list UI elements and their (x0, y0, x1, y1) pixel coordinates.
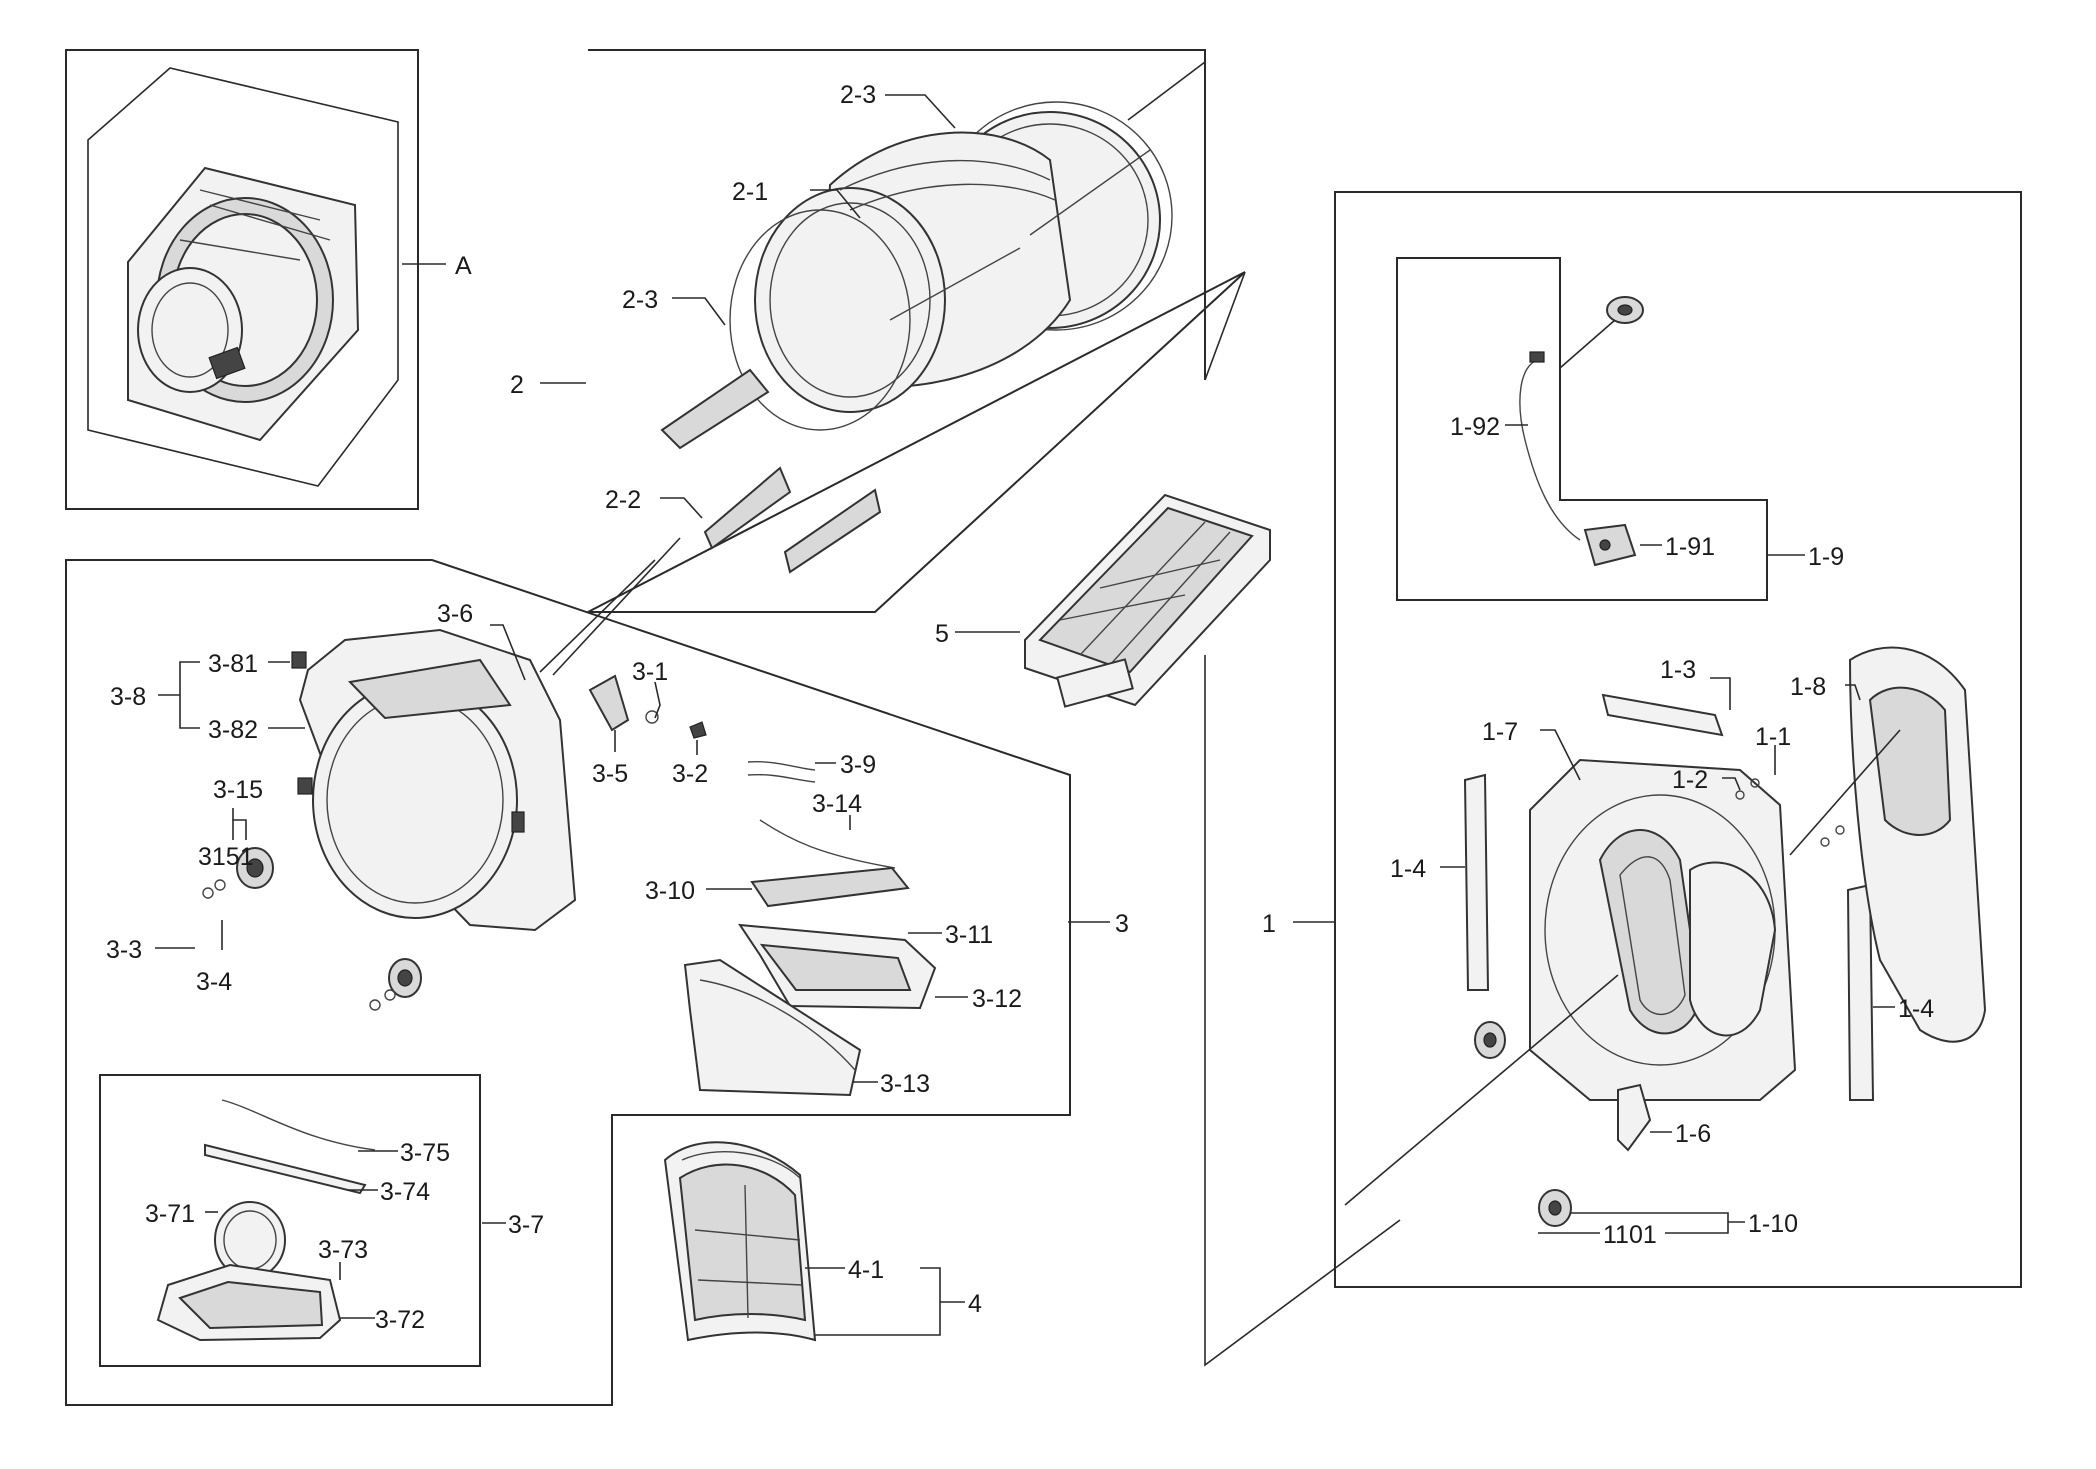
duct-kit-group: 3-75 3-74 3-71 3-73 3-72 3-7 (99, 1074, 544, 1367)
callout-1: 1 (1262, 910, 1276, 938)
callout-3-7: 3-7 (508, 1211, 544, 1239)
callout-1-4-right: 1-4 (1898, 995, 1934, 1023)
rear-panel-frame (1334, 191, 2022, 1288)
callout-3-14: 3-14 (812, 790, 862, 818)
callout-1-3: 1-3 (1660, 656, 1696, 684)
callout-3-4: 3-4 (196, 968, 232, 996)
lint-filter-part-5: 5 (935, 493, 1271, 708)
callout-3-12: 3-12 (972, 985, 1022, 1013)
callout-4: 4 (968, 1290, 982, 1318)
callout-3-3: 3-3 (106, 936, 142, 964)
callout-2-3-left: 2-3 (622, 286, 658, 314)
callout-3-71: 3-71 (145, 1200, 195, 1228)
assembly-a-frame (65, 49, 419, 510)
callout-3-5: 3-5 (592, 760, 628, 788)
duct-kit-frame (99, 1074, 481, 1367)
callout-4-1: 4-1 (848, 1256, 884, 1284)
callout-3-8: 3-8 (110, 683, 146, 711)
callout-1-92: 1-92 (1450, 413, 1500, 441)
callout-1-8: 1-8 (1790, 673, 1826, 701)
callout-2: 2 (510, 371, 524, 399)
callout-3-15: 3-15 (213, 776, 263, 804)
callout-A: A (455, 252, 472, 280)
callout-1-2: 1-2 (1672, 766, 1708, 794)
callout-1-1: 1-1 (1755, 723, 1791, 751)
callout-1-10: 1-10 (1748, 1210, 1798, 1238)
rear-panel-illustration (1463, 646, 1987, 1227)
callout-3-2: 3-2 (672, 760, 708, 788)
filter-part-4: 4-1 4 (663, 1141, 982, 1342)
callout-3-9: 3-9 (840, 751, 876, 779)
callout-1-4-left: 1-4 (1390, 855, 1426, 883)
callout-3-81: 3-81 (208, 650, 258, 678)
front-assembly-illustration (127, 166, 360, 442)
sensor-harness-frame (1396, 257, 1768, 601)
callout-1101: 1101 (1603, 1221, 1657, 1249)
drum-illustration (660, 101, 1173, 574)
drum-frame (587, 49, 1246, 613)
callout-3-75: 3-75 (400, 1139, 450, 1167)
sensor-harness-illustration (1519, 296, 1644, 567)
callout-2-3-top: 2-3 (840, 81, 876, 109)
callout-3: 3 (1115, 910, 1129, 938)
front-panel-group: 3 3-6 3-81 3-82 3-8 3-15 3151 3-3 3-4 3-… (65, 559, 1129, 1406)
callout-3-1: 3-1 (632, 658, 668, 686)
rear-panel-group: 1-92 1-91 1-9 1 (1262, 191, 2022, 1288)
front-panel-illustration (202, 628, 577, 1011)
drum-group: 2 2-3 2-1 2-3 2-2 (510, 49, 1246, 676)
callout-3-11: 3-11 (945, 921, 993, 949)
callout-3-73: 3-73 (318, 1236, 368, 1264)
callout-3-6: 3-6 (437, 600, 473, 628)
callout-3-13: 3-13 (880, 1070, 930, 1098)
callout-2-1: 2-1 (732, 178, 768, 206)
callout-1-9: 1-9 (1808, 543, 1844, 571)
callout-3-82: 3-82 (208, 716, 258, 744)
front-panel-frame (65, 559, 1071, 1406)
callout-5: 5 (935, 620, 949, 648)
callout-3-74: 3-74 (380, 1178, 430, 1206)
callout-2-2: 2-2 (605, 486, 641, 514)
callout-3151: 3151 (198, 843, 254, 871)
callout-1-6: 1-6 (1675, 1120, 1711, 1148)
callout-3-72: 3-72 (375, 1306, 425, 1334)
callout-1-7: 1-7 (1482, 718, 1518, 746)
callout-1-91: 1-91 (1665, 533, 1715, 561)
assembly-a-group: A (65, 49, 472, 510)
callout-3-10: 3-10 (645, 877, 695, 905)
